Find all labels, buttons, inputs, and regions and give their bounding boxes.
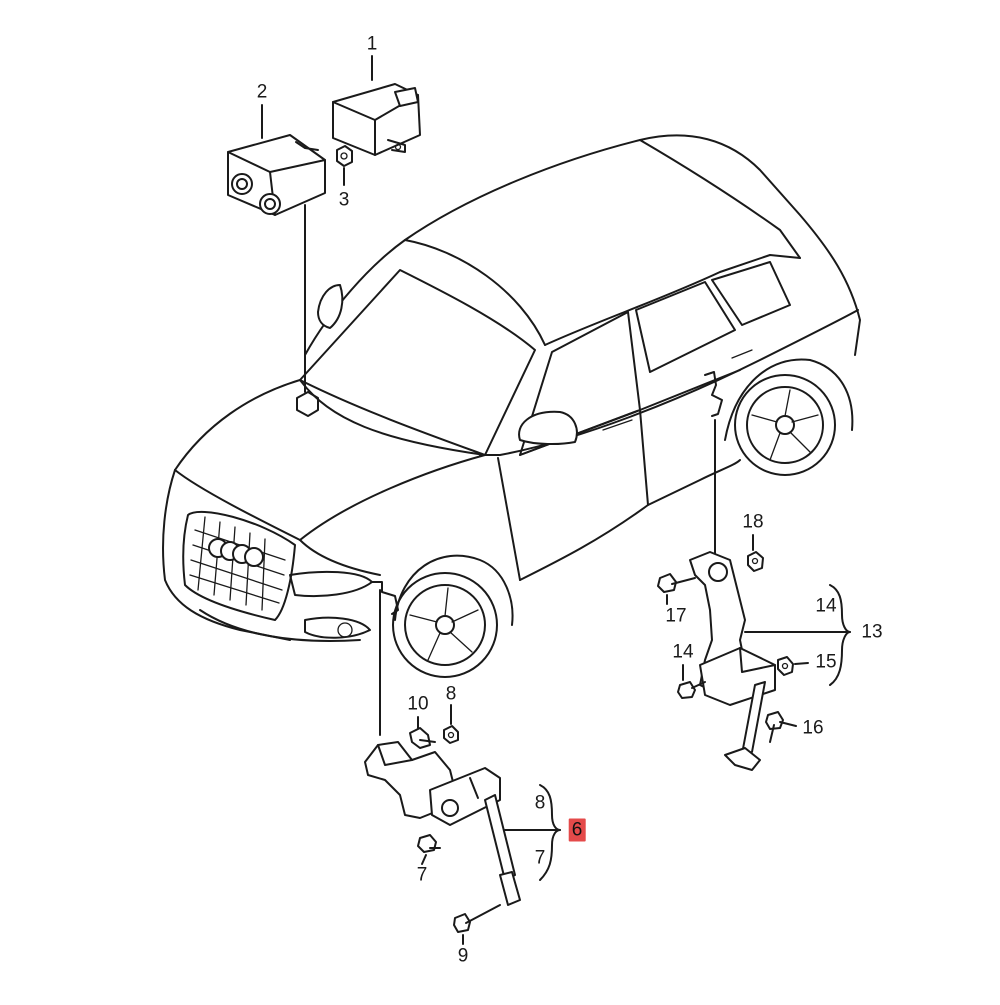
- group-bracket-6: [504, 784, 561, 881]
- callout-14-bolt: 14: [672, 641, 694, 663]
- callout-8-nut: 8: [445, 683, 457, 705]
- callout-2: 2: [256, 81, 268, 103]
- group-bracket-13: [744, 584, 851, 686]
- car-outline: [162, 134, 861, 678]
- leader-lines: [261, 55, 716, 736]
- callout-18: 18: [742, 511, 764, 533]
- callout-8-group: 8: [534, 792, 546, 814]
- callout-10: 10: [407, 693, 429, 715]
- callout-3: 3: [338, 189, 350, 211]
- callout-9: 9: [457, 945, 469, 967]
- callout-7-group: 7: [534, 847, 546, 869]
- callout-6-highlighted: 6: [568, 818, 586, 842]
- rear-wheel: [724, 358, 854, 476]
- callout-13: 13: [861, 621, 883, 643]
- front-sensor-mount: [371, 581, 399, 615]
- rear-sensor-mount: [704, 371, 723, 417]
- callout-17: 17: [665, 605, 687, 627]
- control-unit-2: [227, 134, 326, 216]
- callout-14-group: 14: [815, 595, 837, 617]
- control-unit-1: [332, 83, 421, 156]
- rear-level-sensor-assembly: [657, 551, 794, 771]
- callout-7-bolt: 7: [416, 864, 428, 886]
- audi-logo: [208, 538, 264, 567]
- callout-ticks: [417, 534, 809, 945]
- nut-3: [336, 145, 353, 167]
- callout-15: 15: [815, 651, 837, 673]
- front-wheel: [392, 554, 514, 678]
- callout-16: 16: [802, 717, 824, 739]
- front-level-sensor-assembly: [364, 725, 521, 933]
- callout-1: 1: [366, 33, 378, 55]
